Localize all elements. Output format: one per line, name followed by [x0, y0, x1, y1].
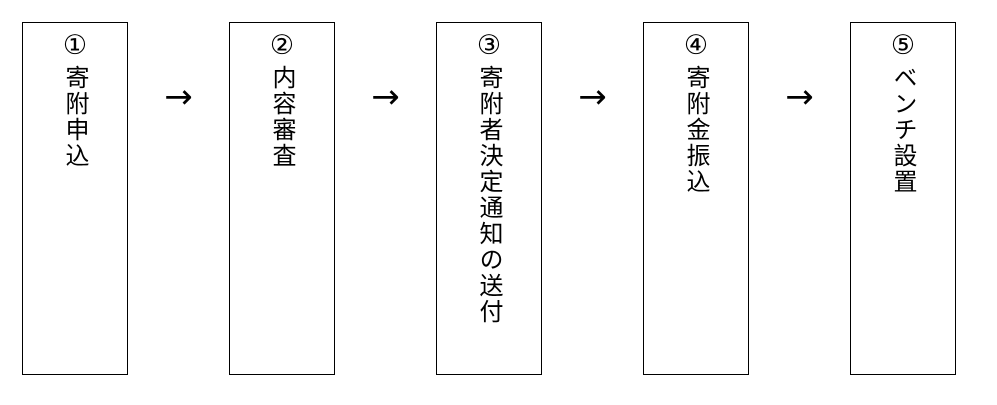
arrow-right-icon: →	[578, 77, 607, 117]
process-step-1: ① 寄附申込	[22, 22, 128, 375]
flow-connector-1: →	[128, 22, 229, 375]
flow-connector-2: →	[335, 22, 436, 375]
flow-connector-4: →	[749, 22, 850, 375]
arrow-right-icon: →	[164, 77, 193, 117]
step-label-1: 寄附申込	[61, 65, 89, 169]
step-label-4: 寄附金振込	[682, 65, 710, 195]
process-step-4: ④ 寄附金振込	[643, 22, 749, 375]
flow-connector-3: →	[542, 22, 643, 375]
arrow-right-icon: →	[785, 77, 814, 117]
step-label-2: 内容審査	[268, 65, 296, 169]
step-number-4: ④	[683, 30, 709, 61]
process-step-2: ② 内容審査	[229, 22, 335, 375]
process-flow: ① 寄附申込 → ② 内容審査 → ③ 寄附者決定通知の送付 → ④ 寄附金振込…	[22, 22, 956, 375]
step-number-3: ③	[476, 30, 502, 61]
process-step-3: ③ 寄附者決定通知の送付	[436, 22, 542, 375]
step-label-3: 寄附者決定通知の送付	[475, 65, 503, 325]
step-number-2: ②	[269, 30, 295, 61]
step-number-5: ⑤	[890, 30, 916, 61]
step-label-5: ベンチ設置	[889, 65, 917, 195]
process-step-5: ⑤ ベンチ設置	[850, 22, 956, 375]
step-number-1: ①	[62, 30, 88, 61]
arrow-right-icon: →	[371, 77, 400, 117]
